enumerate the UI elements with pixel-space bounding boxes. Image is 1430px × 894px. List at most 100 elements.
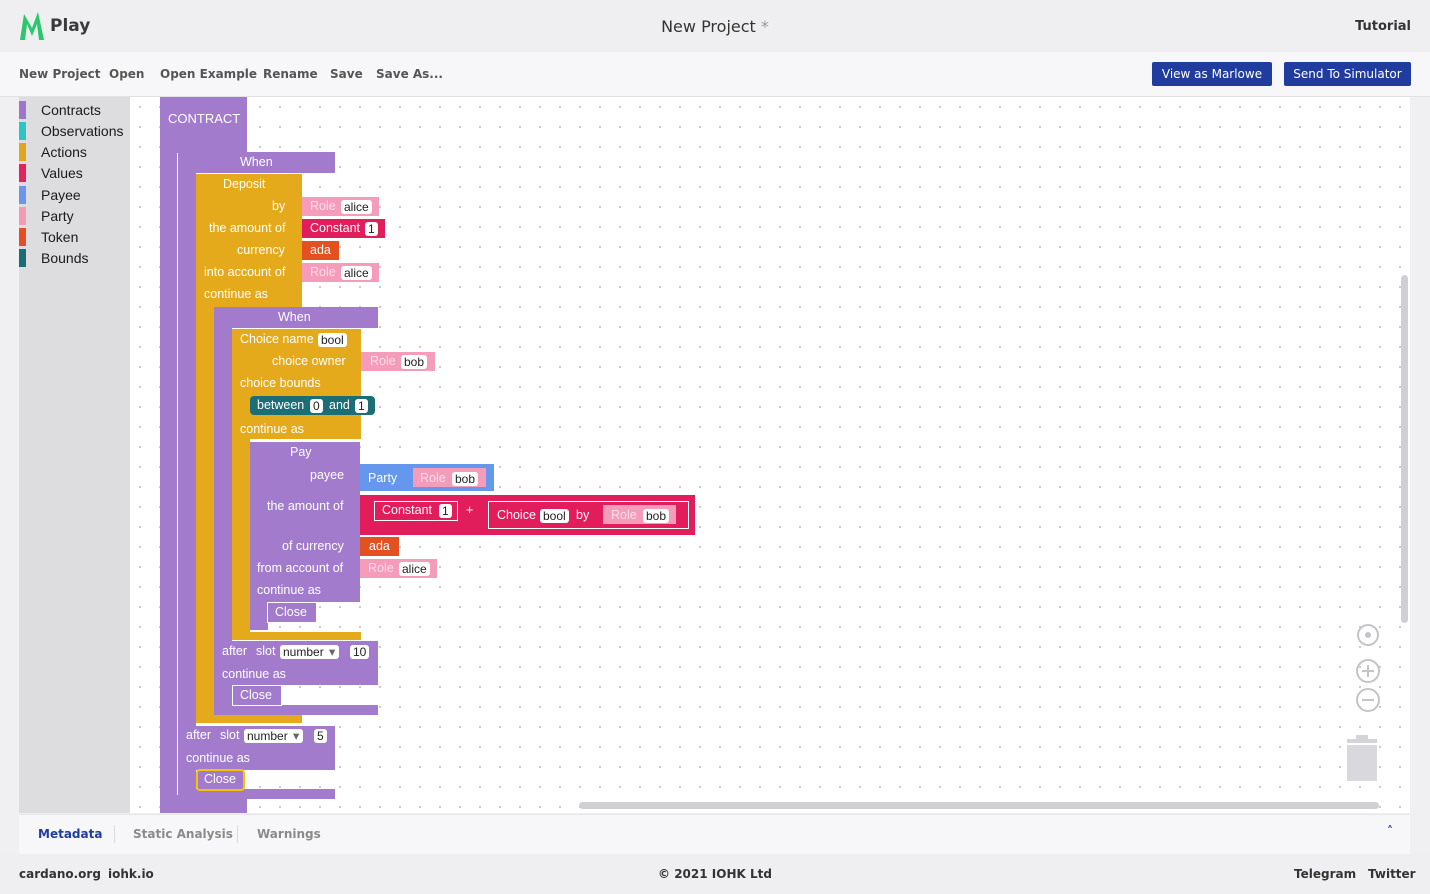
- role-label: Role: [420, 471, 446, 485]
- toolbox-category-party[interactable]: Party: [19, 205, 130, 226]
- copyright-text: © 2021 IOHK Ltd: [658, 867, 772, 881]
- tab-metadata[interactable]: Metadata: [38, 827, 103, 841]
- choice-name-field[interactable]: bool: [318, 333, 347, 347]
- app-name: Play: [50, 16, 91, 36]
- pay-block[interactable]: [250, 442, 360, 602]
- choice-value-name-field[interactable]: bool: [540, 509, 569, 523]
- marlowe-logo-icon: [20, 12, 44, 40]
- telegram-link[interactable]: Telegram: [1294, 867, 1357, 881]
- tab-static-analysis[interactable]: Static Analysis: [133, 827, 233, 841]
- token-label: ada: [310, 243, 331, 257]
- toolbox-category-contracts[interactable]: Contracts: [19, 99, 130, 120]
- page-footer: cardano.org iohk.io © 2021 IOHK Ltd Tele…: [0, 854, 1430, 894]
- trash-icon[interactable]: [1343, 733, 1381, 783]
- constant-block-deposit[interactable]: [302, 219, 385, 238]
- block-toolbox: Contracts Observations Actions Values Pa…: [19, 97, 130, 813]
- deposit-currency-label: currency: [237, 243, 285, 257]
- role-label: Role: [310, 265, 336, 279]
- workspace-vertical-scrollbar[interactable]: [1401, 275, 1408, 623]
- category-swatch: [19, 207, 26, 225]
- close-label: Close: [204, 772, 236, 786]
- when-outer-spine: [178, 173, 196, 801]
- close-block-inner-timeout[interactable]: [232, 685, 282, 706]
- rename-button[interactable]: Rename: [263, 67, 318, 81]
- constant-value-field[interactable]: 1: [365, 222, 378, 236]
- save-button[interactable]: Save: [330, 67, 363, 81]
- role-name-field[interactable]: alice: [341, 266, 372, 280]
- twitter-link[interactable]: Twitter: [1368, 867, 1416, 881]
- role-name-field[interactable]: alice: [341, 200, 372, 214]
- zoom-out-icon[interactable]: [1355, 687, 1381, 713]
- send-to-simulator-button[interactable]: Send To Simulator: [1284, 62, 1411, 86]
- toolbox-category-token[interactable]: Token: [19, 226, 130, 247]
- token-ada-block[interactable]: [302, 241, 339, 260]
- bound-between-label: between: [257, 398, 305, 412]
- bound-low-field[interactable]: 0: [310, 399, 323, 413]
- bound-high-field[interactable]: 1: [355, 399, 368, 413]
- zoom-in-icon[interactable]: [1355, 658, 1381, 684]
- role-name-field[interactable]: bob: [643, 509, 670, 523]
- deposit-block[interactable]: [196, 174, 302, 307]
- blockly-workspace[interactable]: CONTRACT When Deposit by the amount of c…: [130, 97, 1410, 813]
- tab-warnings[interactable]: Warnings: [257, 827, 321, 841]
- role-label: Role: [611, 508, 637, 522]
- role-name-field[interactable]: alice: [399, 562, 430, 576]
- contract-root-block[interactable]: [160, 97, 247, 153]
- constant-value-field[interactable]: 1: [439, 504, 452, 518]
- category-swatch: [19, 186, 26, 204]
- contract-root-spine: [160, 153, 177, 803]
- toolbox-category-observations[interactable]: Observations: [19, 120, 130, 141]
- category-swatch: [19, 143, 26, 161]
- role-name-field[interactable]: bob: [401, 355, 428, 369]
- choice-continue-label: continue as: [240, 422, 304, 436]
- role-label: Role: [310, 199, 336, 213]
- role-label: Role: [370, 354, 396, 368]
- constant-block-pay[interactable]: [374, 501, 458, 521]
- save-as-button[interactable]: Save As...: [376, 67, 443, 81]
- choice-value-block[interactable]: [488, 501, 689, 529]
- view-as-marlowe-button[interactable]: View as Marlowe: [1152, 62, 1272, 86]
- close-block-pay[interactable]: [267, 602, 317, 623]
- slot-type-dropdown[interactable]: number: [244, 729, 303, 743]
- toolbox-category-values[interactable]: Values: [19, 162, 130, 183]
- deposit-spine: [196, 307, 214, 715]
- toolbox-category-payee[interactable]: Payee: [19, 184, 130, 205]
- iohk-link[interactable]: iohk.io: [108, 867, 154, 881]
- timeout-value-field[interactable]: 5: [314, 729, 327, 743]
- pay-spine: [250, 602, 268, 630]
- top-bar: Play New Project * Tutorial: [0, 0, 1430, 52]
- slot-label: slot: [220, 728, 240, 742]
- choice-action-block[interactable]: [232, 329, 361, 439]
- when-block-inner[interactable]: [214, 307, 378, 328]
- open-button[interactable]: Open: [109, 67, 145, 81]
- app-logo[interactable]: Play: [18, 10, 90, 42]
- deposit-account-label: into account of: [204, 265, 286, 279]
- category-swatch: [19, 101, 26, 119]
- pay-currency-label: of currency: [282, 539, 344, 553]
- cardano-link[interactable]: cardano.org: [19, 867, 101, 881]
- toolbox-category-bounds[interactable]: Bounds: [19, 247, 130, 268]
- constant-label: Constant: [310, 221, 361, 235]
- workspace-horizontal-scrollbar[interactable]: [579, 802, 1379, 809]
- role-name-field[interactable]: bob: [452, 472, 479, 486]
- timeout-continue-label: continue as: [186, 751, 250, 765]
- close-block-outer-timeout-selected[interactable]: [196, 769, 245, 791]
- open-example-button[interactable]: Open Example: [160, 67, 258, 81]
- constant-label: Constant: [382, 503, 433, 517]
- slot-type-dropdown[interactable]: number: [280, 645, 339, 659]
- chevron-up-icon[interactable]: ˄: [1387, 824, 1393, 838]
- pay-from-account-label: from account of: [257, 561, 344, 575]
- close-label: Close: [240, 688, 272, 702]
- add-operator-label: +: [466, 503, 474, 517]
- when-block-outer[interactable]: [178, 152, 335, 173]
- category-swatch: [19, 122, 26, 140]
- when-label: When: [278, 310, 311, 324]
- timeout-value-field[interactable]: 10: [350, 645, 370, 659]
- category-swatch: [19, 249, 26, 267]
- recenter-icon[interactable]: [1355, 622, 1381, 648]
- pay-label: Pay: [290, 445, 312, 459]
- token-ada-block-pay[interactable]: [360, 537, 399, 556]
- new-project-button[interactable]: New Project: [19, 67, 101, 81]
- toolbox-category-actions[interactable]: Actions: [19, 141, 130, 162]
- tutorial-link[interactable]: Tutorial: [1355, 19, 1411, 34]
